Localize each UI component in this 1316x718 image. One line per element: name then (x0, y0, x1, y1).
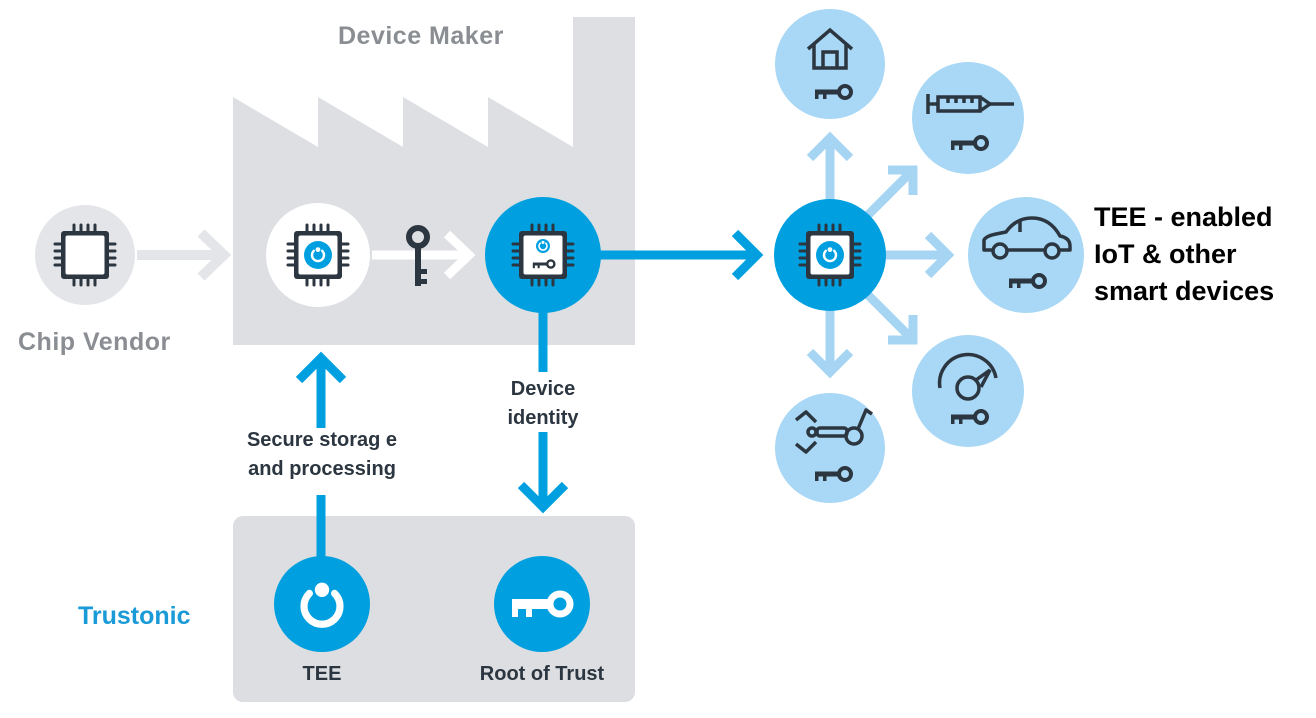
gauge-icon (937, 352, 998, 401)
trustonic-label: Trustonic (78, 602, 191, 630)
device-robot-circle (775, 393, 885, 503)
arrow-vendor-to-factory (137, 229, 232, 281)
device-gauge-circle (912, 335, 1024, 447)
tee-label: TEE (302, 663, 342, 685)
root-of-trust-key-icon (512, 590, 574, 618)
devices-title-line-3: smart devices (1094, 276, 1275, 306)
identity-chip-icon (511, 223, 575, 287)
device-identity-line-1: Device (510, 378, 576, 400)
deployed-chip-icon (798, 223, 862, 287)
arrow-to-deployed-chip (600, 229, 764, 281)
key-icon (406, 225, 430, 286)
devices-title: TEE - enabled IoT & other smart devices (1094, 199, 1274, 310)
devices-title-line-1: TEE - enabled (1094, 202, 1273, 232)
house-icon (806, 27, 854, 70)
device-identity-label: Device identity (493, 375, 593, 433)
tee-circle (274, 556, 370, 652)
device-car-circle (968, 197, 1084, 313)
device-identity-line-2: identity (507, 407, 579, 429)
arrow-identity-to-root (517, 312, 569, 514)
root-of-trust-label: Root of Trust (479, 663, 605, 685)
devices-title-line-2: IoT & other (1094, 239, 1237, 269)
device-maker-label: Device Maker (338, 22, 504, 50)
factory-chip-icon (286, 223, 350, 287)
distribution-arrows (806, 131, 955, 379)
arrow-tee-to-factory (295, 351, 347, 558)
secure-storage-line-2: and processing (248, 458, 396, 480)
secure-storage-line-1: Secure storag e (246, 429, 398, 451)
secure-storage-label: Secure storag e and processing (233, 426, 411, 484)
syringe-icon (926, 94, 1014, 114)
chip-vendor-chip-icon (53, 223, 117, 287)
chip-vendor-label: Chip Vendor (18, 328, 171, 356)
device-syringe-circle (912, 62, 1024, 174)
car-icon (982, 216, 1072, 260)
device-house-circle (775, 9, 885, 119)
robot-arm-icon (794, 408, 873, 454)
